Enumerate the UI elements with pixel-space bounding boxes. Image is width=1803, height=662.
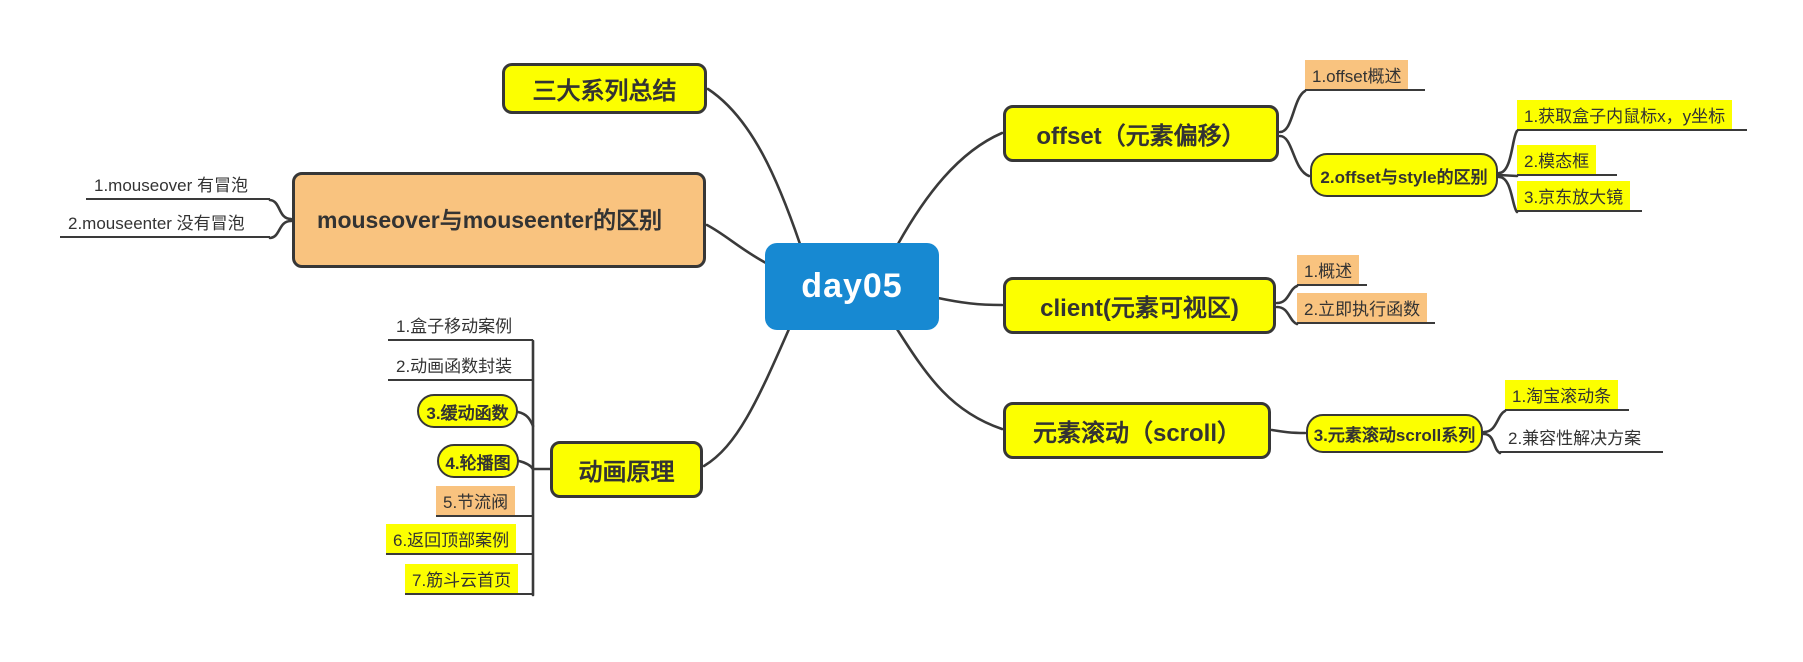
child-client-overview[interactable]: 1.概述 (1297, 255, 1367, 286)
child-client-overview-label: 1.概述 (1297, 255, 1360, 284)
topic-series-summary[interactable]: 三大系列总结 (502, 63, 707, 114)
child-easing-function[interactable]: 3.缓动函数 (417, 394, 518, 428)
child-jd-magnifier-label: 3.京东放大镜 (1517, 181, 1631, 210)
child-get-mouse-xy-in-box-label: 1.获取盒子内鼠标x，y坐标 (1517, 100, 1733, 129)
topic-animation-principle[interactable]: 动画原理 (550, 441, 703, 498)
child-jindouyun-homepage-label: 7.筋斗云首页 (405, 564, 519, 593)
child-animation-function-wrap-label: 2.动画函数封装 (396, 357, 513, 376)
child-mouseover-bubbling-label: 1.mouseover 有冒泡 (94, 176, 248, 195)
child-modal-box-label: 2.模态框 (1517, 145, 1597, 174)
child-scroll-series[interactable]: 3.元素滚动scroll系列 (1306, 414, 1483, 453)
child-jd-magnifier[interactable]: 3.京东放大镜 (1517, 181, 1642, 212)
child-taobao-scrollbar-label: 1.淘宝滚动条 (1505, 380, 1619, 409)
child-carousel[interactable]: 4.轮播图 (437, 444, 519, 478)
child-iife-label: 2.立即执行函数 (1297, 293, 1428, 322)
child-modal-box[interactable]: 2.模态框 (1517, 145, 1617, 176)
child-back-to-top-case[interactable]: 6.返回顶部案例 (386, 524, 533, 555)
child-offset-overview-label: 1.offset概述 (1305, 60, 1409, 89)
child-offset-vs-style[interactable]: 2.offset与style的区别 (1310, 153, 1498, 197)
child-box-move-case-label: 1.盒子移动案例 (396, 317, 513, 336)
topic-mouseover-vs-mouseenter[interactable]: mouseover与mouseenter的区别 (292, 172, 706, 268)
child-mouseenter-no-bubbling-label: 2.mouseenter 没有冒泡 (68, 214, 245, 233)
child-animation-function-wrap[interactable]: 2.动画函数封装 (388, 357, 533, 381)
child-mouseover-bubbling[interactable]: 1.mouseover 有冒泡 (86, 174, 270, 200)
topic-offset[interactable]: offset（元素偏移） (1003, 105, 1279, 162)
child-throttle-valve-label: 5.节流阀 (436, 486, 516, 515)
child-compatibility-solution-label: 2.兼容性解决方案 (1508, 429, 1642, 448)
child-jindouyun-homepage[interactable]: 7.筋斗云首页 (405, 564, 533, 595)
topic-client[interactable]: client(元素可视区) (1003, 277, 1276, 334)
child-get-mouse-xy-in-box[interactable]: 1.获取盒子内鼠标x，y坐标 (1517, 99, 1747, 131)
child-back-to-top-case-label: 6.返回顶部案例 (386, 524, 517, 553)
child-iife[interactable]: 2.立即执行函数 (1297, 293, 1435, 324)
child-throttle-valve[interactable]: 5.节流阀 (436, 486, 533, 517)
child-box-move-case[interactable]: 1.盒子移动案例 (388, 317, 533, 341)
child-mouseenter-no-bubbling[interactable]: 2.mouseenter 没有冒泡 (60, 212, 270, 238)
central-topic[interactable]: day05 (765, 243, 939, 330)
child-compatibility-solution[interactable]: 2.兼容性解决方案 (1500, 423, 1663, 453)
child-offset-overview[interactable]: 1.offset概述 (1305, 60, 1425, 91)
topic-scroll[interactable]: 元素滚动（scroll） (1003, 402, 1271, 459)
child-taobao-scrollbar[interactable]: 1.淘宝滚动条 (1505, 380, 1629, 411)
